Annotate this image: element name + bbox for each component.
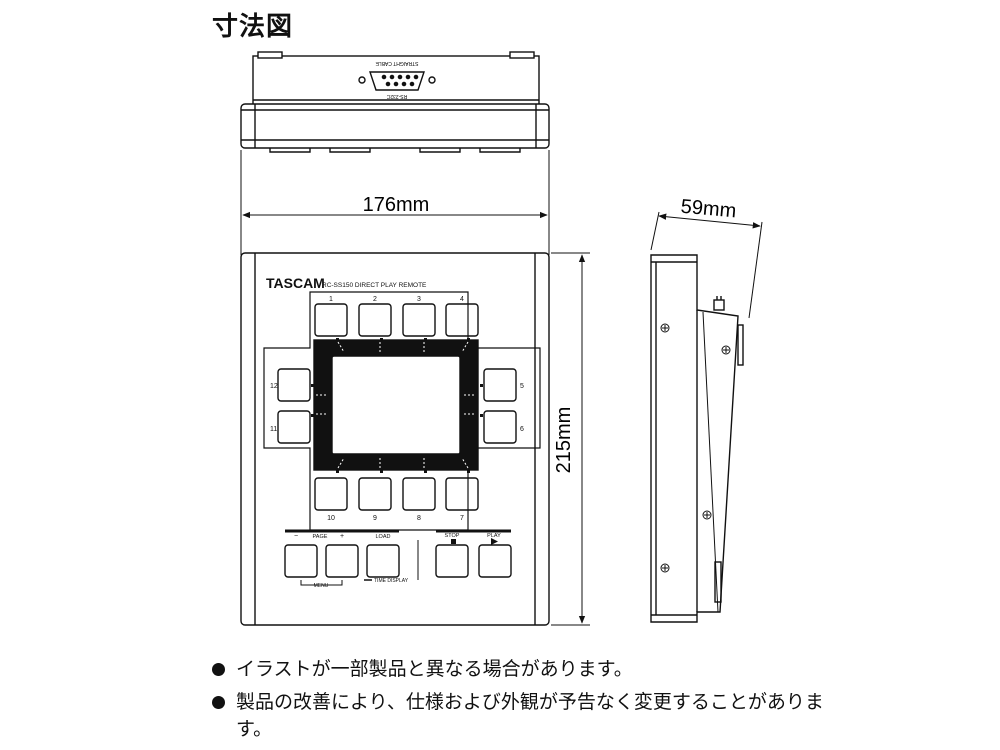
front-view	[240, 252, 550, 626]
depth-label: 59mm	[680, 196, 737, 223]
page-title: 寸法図	[212, 12, 294, 42]
notes-list: イラストが一部製品と異なる場合があります。 製品の改善により、仕様および外観が予…	[212, 656, 852, 749]
button-label-9: 9	[373, 515, 377, 522]
height-label: 215mm	[553, 407, 575, 474]
button-label-1: 1	[329, 296, 333, 303]
connector-label-bottom: RS-232C	[386, 93, 407, 99]
button-label-7: 7	[460, 515, 464, 522]
side-view	[650, 254, 744, 623]
note-text: イラストが一部製品と異なる場合があります。	[236, 658, 633, 680]
depth-dimension	[650, 211, 763, 319]
note-item: イラストが一部製品と異なる場合があります。	[212, 656, 852, 683]
width-dimension	[240, 150, 550, 255]
page-minus-label: −	[294, 533, 298, 540]
dimension-drawing: STRAIGHT CABLE RS-232C 176mm	[240, 51, 763, 626]
connector-label-top: STRAIGHT CABLE	[375, 60, 419, 66]
bullet-icon	[212, 696, 225, 709]
page-plus-label: +	[340, 533, 344, 540]
button-label-4: 4	[460, 296, 464, 303]
button-label-12: 12	[270, 383, 278, 390]
bullet-icon	[212, 663, 225, 676]
page-label: PAGE	[313, 534, 328, 540]
button-label-5: 5	[520, 383, 524, 390]
button-label-3: 3	[417, 296, 421, 303]
top-view	[240, 51, 550, 153]
time-display-label: TIME DISPLAY	[374, 578, 409, 584]
note-item: 製品の改善により、仕様および外観が予告なく変更することがあります。	[212, 689, 852, 743]
menu-label: MENU	[314, 583, 329, 589]
play-label: PLAY	[487, 533, 501, 539]
button-label-6: 6	[520, 426, 524, 433]
width-label: 176mm	[363, 194, 430, 216]
load-label: LOAD	[376, 534, 391, 540]
model-label: RC-SS150 DIRECT PLAY REMOTE	[322, 282, 427, 289]
button-label-10: 10	[327, 515, 335, 522]
button-label-2: 2	[373, 296, 377, 303]
stop-label: STOP	[445, 533, 460, 539]
note-text: 製品の改善により、仕様および外観が予告なく変更することがあります。	[236, 691, 824, 740]
height-dimension	[551, 252, 590, 626]
button-label-8: 8	[417, 515, 421, 522]
brand-logo: TASCAM	[266, 275, 325, 291]
button-label-11: 11	[270, 426, 277, 433]
